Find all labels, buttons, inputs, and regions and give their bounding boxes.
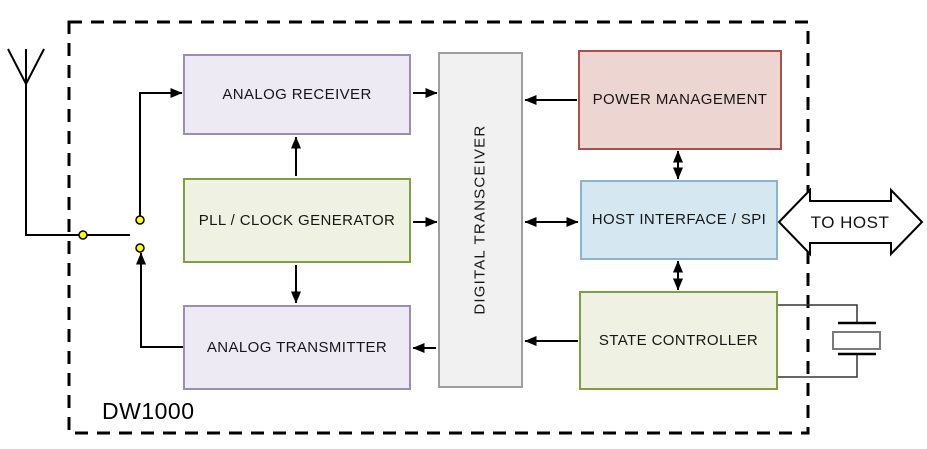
block-analog-receiver: ANALOG RECEIVER: [183, 54, 411, 135]
chip-boundary: [67, 20, 810, 435]
switch-tx-contact: [135, 243, 145, 253]
block-power-management-label: POWER MANAGEMENT: [592, 91, 768, 109]
rf-switch: [78, 215, 145, 253]
switch-rx-contact: [135, 215, 145, 225]
block-analog-transmitter-label: ANALOG TRANSMITTER: [206, 338, 388, 356]
block-host-interface-spi-label: HOST INTERFACE / SPI: [591, 211, 767, 229]
block-digital-transceiver: DIGITAL TRANSCEIVER: [438, 52, 523, 388]
chip-name-label: DW1000: [102, 398, 195, 424]
block-host-interface-spi: HOST INTERFACE / SPI: [580, 180, 778, 260]
to-host-label: TO HOST: [810, 213, 890, 232]
block-state-controller: STATE CONTROLLER: [579, 291, 778, 390]
block-analog-receiver-label: ANALOG RECEIVER: [222, 85, 372, 103]
antenna-icon: [7, 48, 130, 236]
connector-switch-to-receiver: [139, 88, 183, 216]
connectors: [136, 88, 683, 353]
block-power-management: POWER MANAGEMENT: [578, 50, 782, 150]
block-analog-transmitter: ANALOG TRANSMITTER: [183, 305, 411, 390]
block-state-controller-label: STATE CONTROLLER: [598, 331, 759, 349]
crystal-oscillator-icon: [778, 304, 881, 378]
switch-pole-contact: [78, 230, 88, 240]
block-pll-clock-generator: PLL / CLOCK GENERATOR: [183, 178, 411, 263]
to-host-arrow: [777, 187, 924, 257]
block-pll-clock-generator-label: PLL / CLOCK GENERATOR: [198, 211, 396, 229]
connector-transmitter-to-switch: [136, 252, 183, 348]
block-digital-transceiver-label: DIGITAL TRANSCEIVER: [471, 124, 489, 316]
